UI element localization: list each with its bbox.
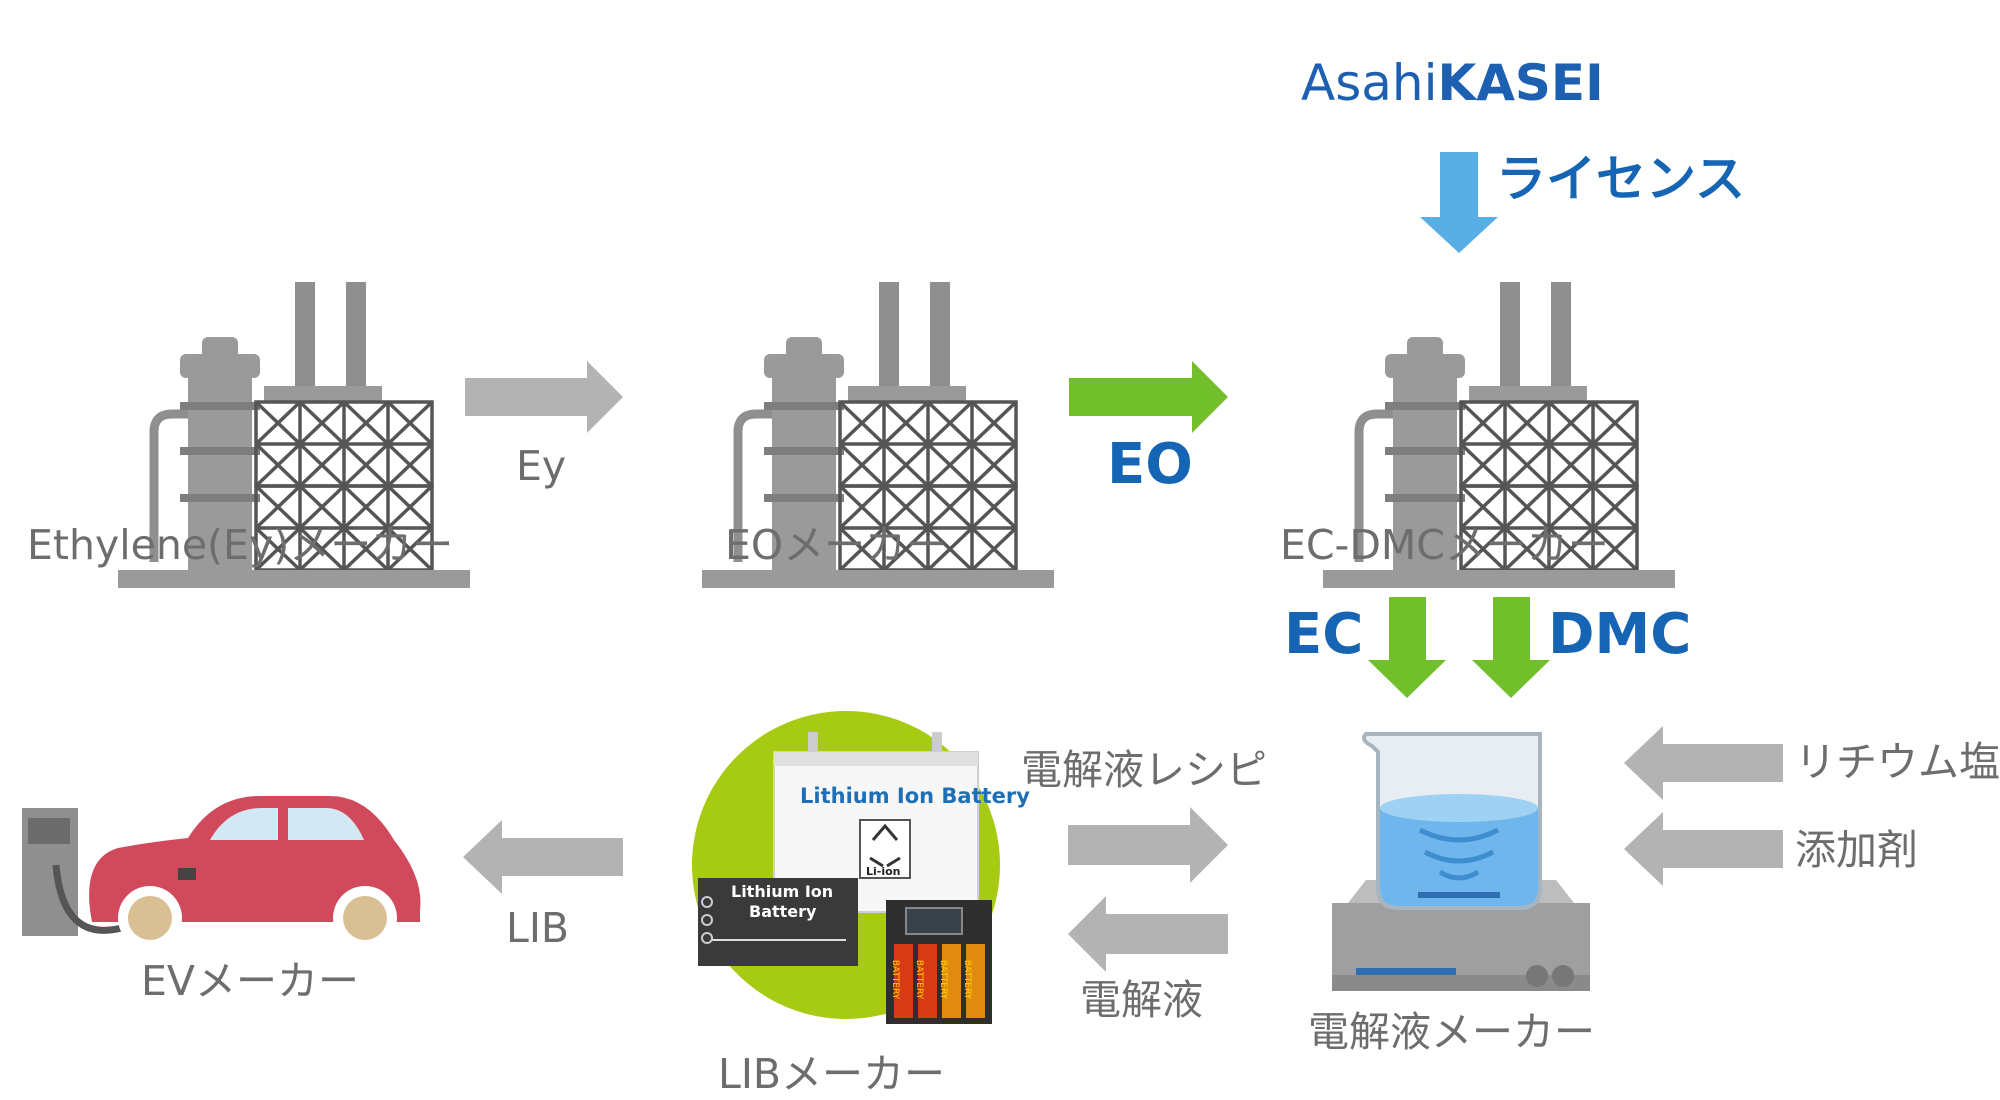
lib-maker-label: LIBメーカー bbox=[718, 1050, 946, 1098]
additive-arrow-icon bbox=[1624, 812, 1783, 886]
eo-maker-label: EOメーカー bbox=[725, 521, 948, 569]
electrolyte-flow-label: 電解液 bbox=[1080, 976, 1203, 1024]
logo-text-bold: KASEI bbox=[1437, 54, 1604, 112]
aa-battery-label-1: BATTERY bbox=[890, 959, 901, 1000]
ey-flow-label: Ey bbox=[516, 442, 567, 490]
lib-flow-label: LIB bbox=[506, 904, 570, 952]
beaker-stirrer-icon bbox=[1332, 732, 1590, 991]
logo-text-light: Asahi bbox=[1301, 54, 1438, 112]
ec-arrow-icon bbox=[1368, 597, 1446, 698]
license-arrow-icon bbox=[1420, 152, 1498, 253]
lithium-salt-arrow-icon bbox=[1624, 726, 1783, 800]
battery-group-icon bbox=[692, 711, 1000, 1024]
electrolyte-maker-label: 電解液メーカー bbox=[1308, 1008, 1595, 1056]
eo-arrow-icon bbox=[1069, 361, 1228, 433]
ev-maker-label: EVメーカー bbox=[141, 957, 359, 1005]
ey-arrow-icon bbox=[465, 361, 623, 433]
big-battery-label: Lithium Ion Battery bbox=[800, 784, 1030, 808]
electrolyte-arrow-icon bbox=[1068, 896, 1228, 972]
additive-label: 添加剤 bbox=[1795, 826, 1918, 874]
dmc-flow-label: DMC bbox=[1548, 602, 1692, 667]
lib-arrow-icon bbox=[463, 820, 623, 894]
lithium-salt-label: リチウム塩 bbox=[1795, 738, 2000, 786]
electrolyte-recipe-label: 電解液レシピ bbox=[1021, 746, 1267, 794]
recipe-arrow-icon bbox=[1068, 807, 1228, 883]
small-battery-label-2: Battery bbox=[749, 902, 817, 921]
recycle-label: Li-ion bbox=[866, 865, 901, 878]
ec-flow-label: EC bbox=[1284, 602, 1364, 667]
aa-battery-label-3: BATTERY bbox=[938, 959, 949, 1000]
small-battery-label-1: Lithium Ion bbox=[731, 882, 834, 901]
dmc-arrow-icon bbox=[1472, 597, 1550, 698]
asahi-kasei-logo: AsahiKASEI bbox=[1301, 58, 1604, 108]
aa-battery-label-4: BATTERY bbox=[962, 959, 973, 1000]
ec-dmc-maker-label: EC-DMCメーカー bbox=[1280, 521, 1609, 569]
ethylene-maker-label: Ethylene(Ey)メーカー bbox=[27, 521, 454, 569]
ev-car-icon bbox=[22, 796, 421, 950]
license-label: ライセンス bbox=[1496, 150, 1745, 208]
aa-battery-label-2: BATTERY bbox=[914, 959, 925, 1000]
eo-flow-label: EO bbox=[1107, 432, 1193, 497]
